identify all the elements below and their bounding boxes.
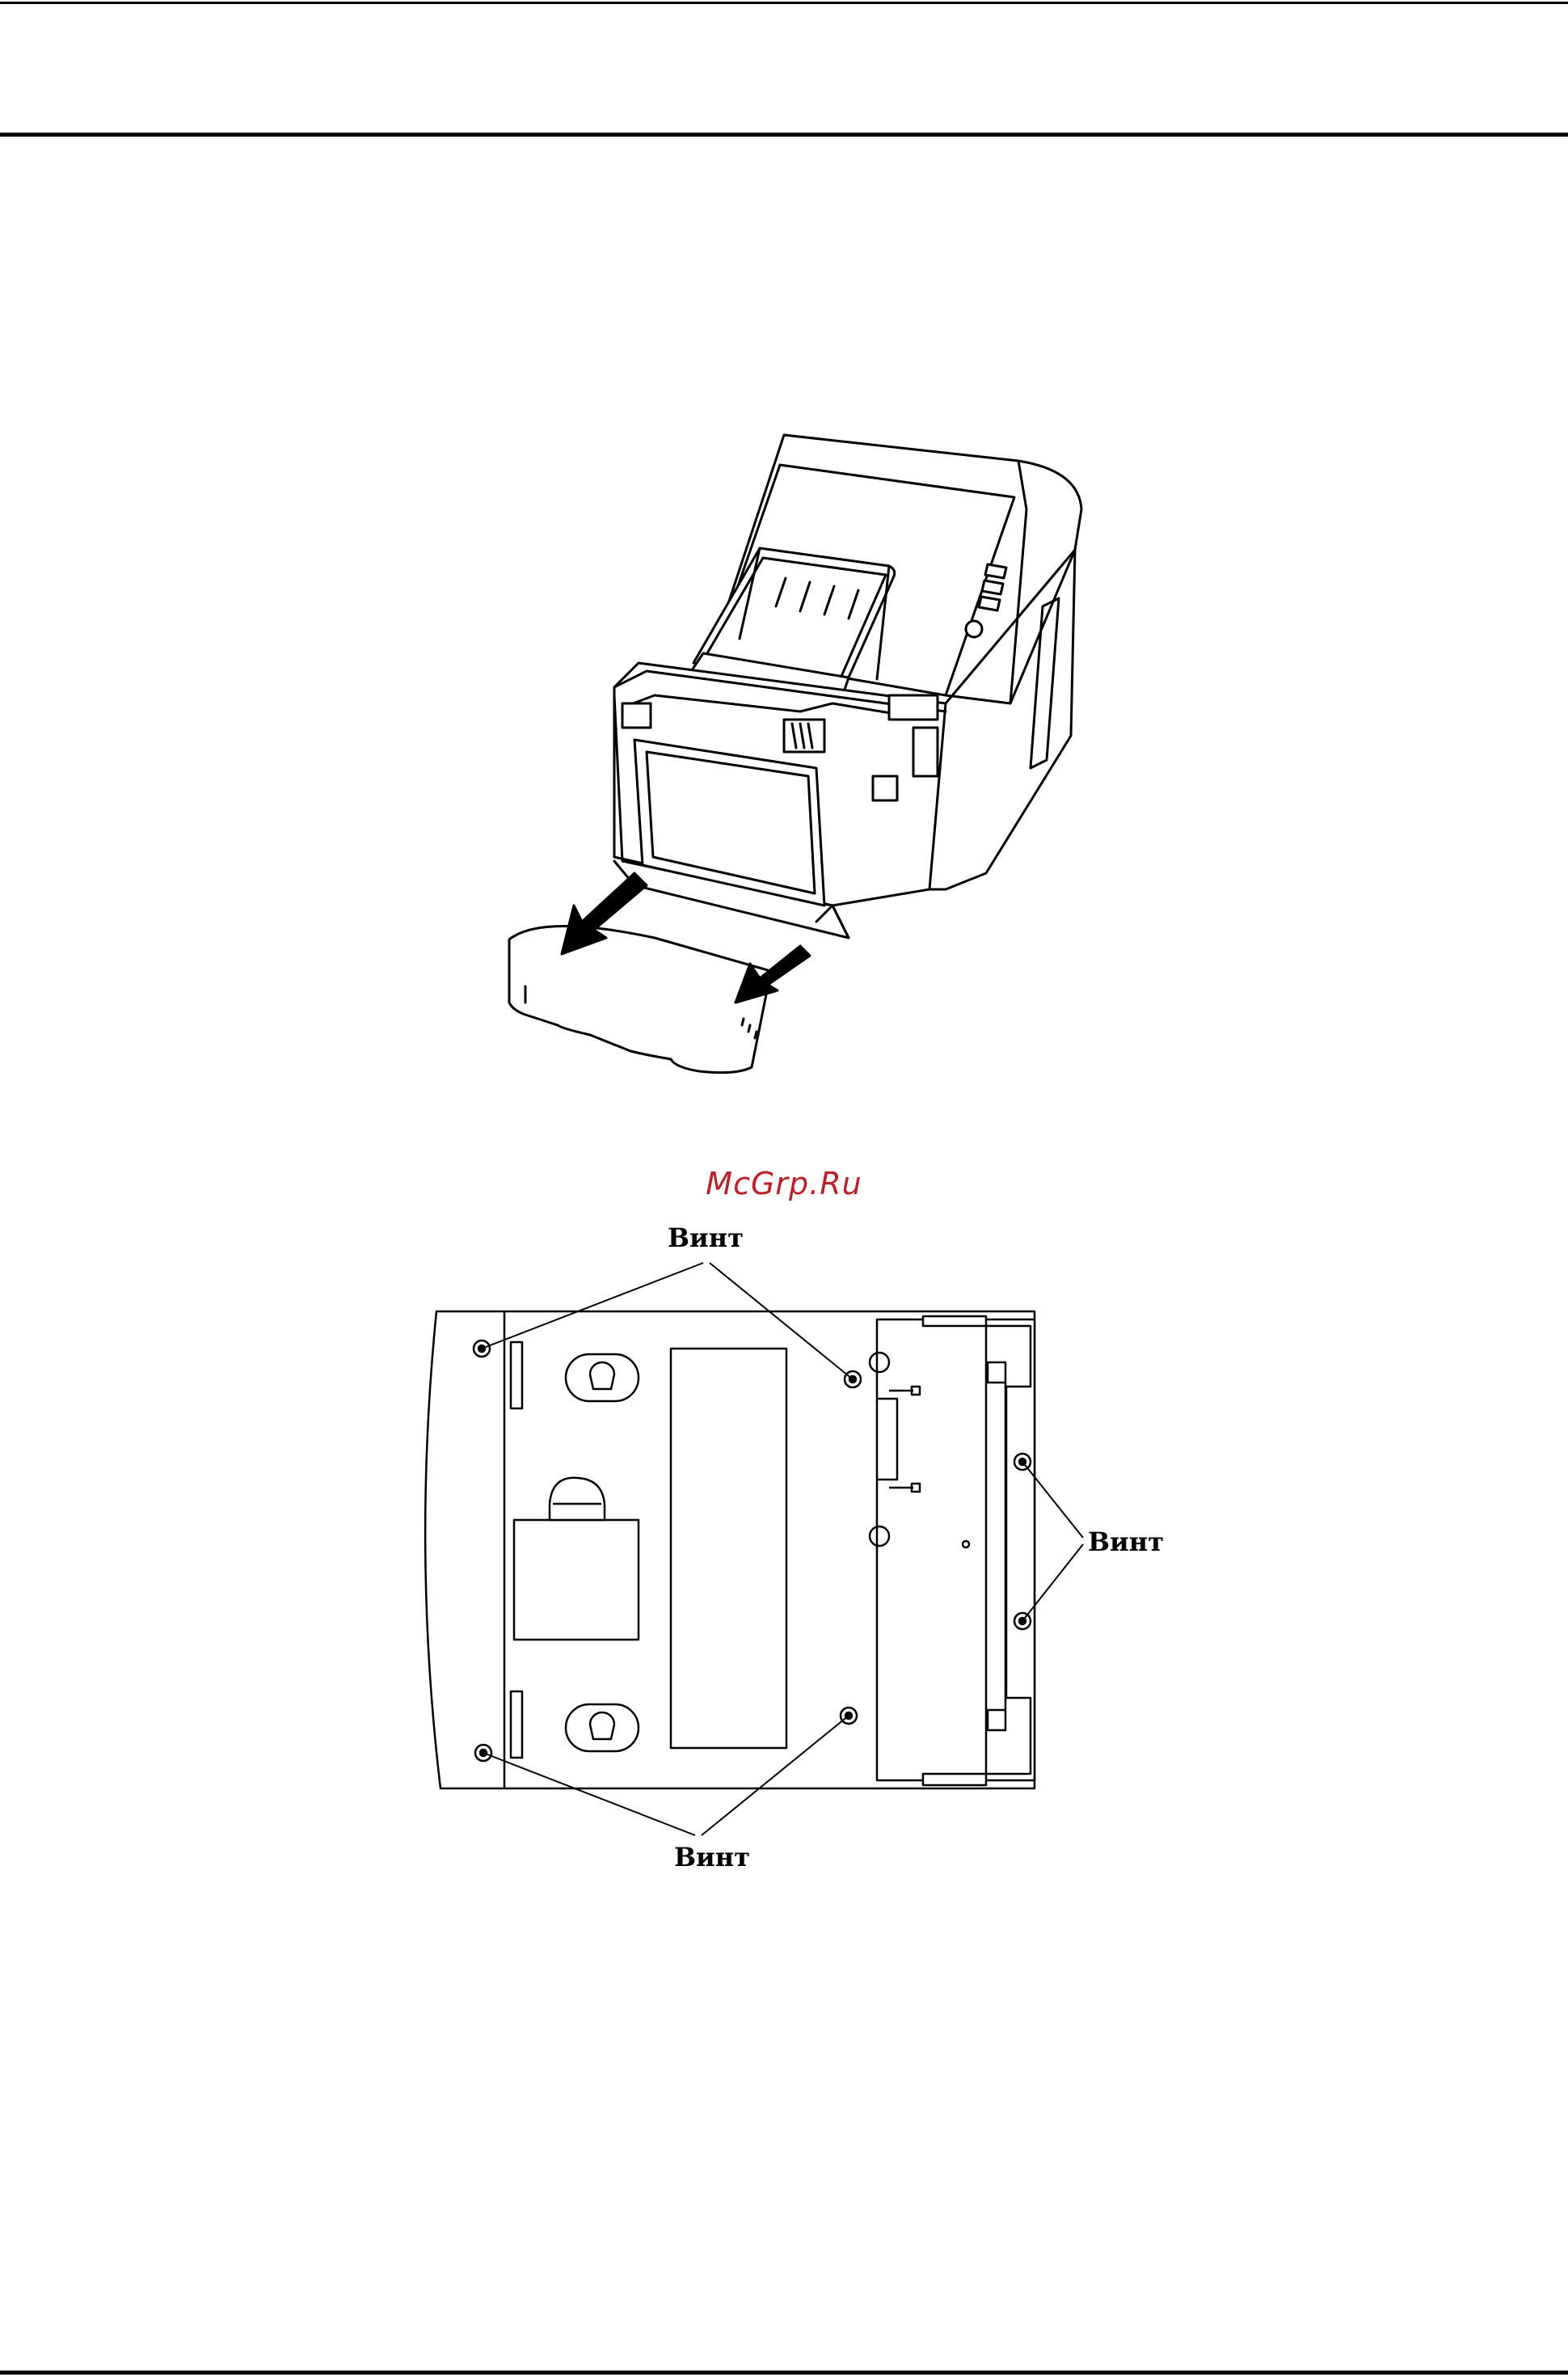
- screw-label-right: Винт: [1088, 1526, 1164, 1557]
- screw-label-bottom: Винт: [674, 1842, 750, 1872]
- screw-label-top: Винт: [668, 1222, 744, 1253]
- printer-bottom-view-diagram: [404, 1213, 1180, 1892]
- arrow-icon: [736, 946, 810, 1003]
- watermark: McGrp.Ru: [0, 1166, 1568, 1201]
- header-top-rule: [0, 2, 1568, 4]
- printer-cover-removal-illustration: [493, 420, 1099, 1083]
- header-rule: [0, 133, 1568, 137]
- footer-rule: [0, 2371, 1568, 2375]
